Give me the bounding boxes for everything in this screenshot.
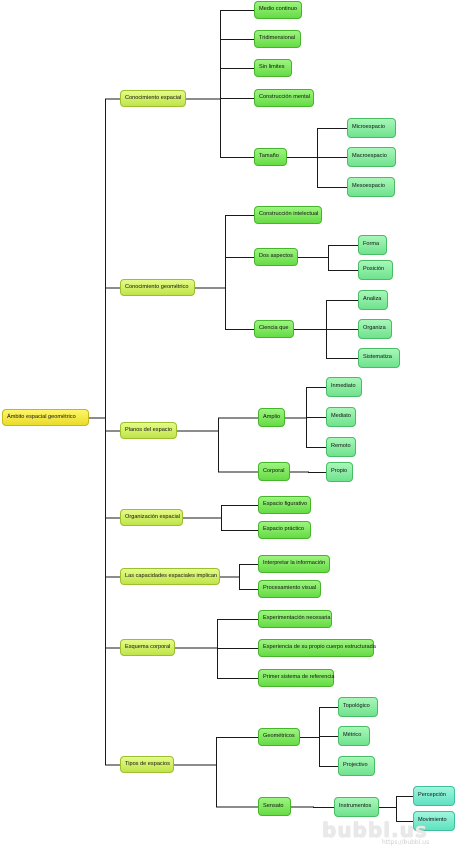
node-mediato[interactable]: Mediato [326, 407, 356, 427]
node-interpretar[interactable]: Interpretar la información [258, 555, 330, 573]
node-metrico[interactable]: Métrico [338, 726, 370, 746]
connector-conocimiento_geometrico-ciencia_que [195, 287, 254, 330]
node-conocimiento-geometrico[interactable]: Conocimiento geométrico [120, 279, 195, 296]
node-inmediato[interactable]: Inmediato [326, 377, 362, 397]
node-organizacion-espacial[interactable]: Organización espacial [120, 509, 183, 526]
node-remoto[interactable]: Remoto [326, 437, 356, 457]
connector-corporal-propio [290, 471, 326, 473]
connector-sensato-instrumentos [291, 806, 334, 808]
connector-planos_del_espacio-corporal [177, 430, 258, 473]
node-construccion-mental[interactable]: Construcción mental [254, 89, 314, 107]
connector-organizacion_espacial-espacio_practico [183, 517, 258, 531]
connector-dos_aspectos-forma [298, 245, 358, 258]
connector-amplio-inmediato [285, 387, 326, 419]
node-procesamiento-visual[interactable]: Procesamiento visual [258, 580, 321, 598]
connector-geometricos-topologico [300, 707, 338, 738]
node-conocimiento-espacial[interactable]: Conocimiento espacial [120, 90, 186, 107]
connector-tamano-microespacio [287, 128, 347, 158]
node-sistematiza[interactable]: Sistematiza [358, 348, 400, 368]
connector-ciencia_que-analiza [294, 300, 358, 330]
connector-root-conocimiento_espacial [89, 98, 120, 419]
connector-conocimiento_geometrico-dos_aspectos [195, 257, 254, 289]
node-experiencia[interactable]: Experiencia de su propio cuerpo estructu… [258, 639, 376, 657]
node-mesoespacio[interactable]: Mesoespacio [347, 177, 395, 197]
connector-tipos_de_espacios-sensato [174, 764, 258, 808]
node-esquema-corporal[interactable]: Esquema corporal [120, 639, 175, 656]
connector-instrumentos-percepcion [379, 796, 413, 808]
node-microespacio[interactable]: Microespacio [347, 118, 396, 138]
node-ciencia-que[interactable]: Ciencia que [254, 320, 294, 338]
connector-root-conocimiento_geometrico [89, 287, 120, 419]
connector-conocimiento_espacial-sin_limites [186, 68, 254, 100]
connector-root-planos_del_espacio [89, 417, 120, 432]
connector-root-organizacion_espacial [89, 417, 120, 519]
node-medio-continuo[interactable]: Medio continuo [254, 1, 302, 19]
node-capacidades[interactable]: Las capacidades espaciales implican [120, 568, 220, 585]
connector-root-capacidades [89, 417, 120, 578]
connector-ciencia_que-sistematiza [294, 329, 358, 359]
node-amplio[interactable]: Amplio [258, 408, 285, 427]
node-propio[interactable]: Propio [326, 462, 353, 482]
connector-capacidades-interpretar [220, 564, 258, 578]
watermark-url: https://bubbl.us [382, 839, 430, 846]
connector-tipos_de_espacios-geometricos [174, 737, 258, 766]
node-projectivo[interactable]: Projectivo [338, 756, 375, 776]
node-sin-limites[interactable]: Sin limites [254, 59, 292, 77]
node-construccion-intelectual[interactable]: Construcción intelectual [254, 206, 322, 224]
connector-root-tipos_de_espacios [89, 417, 120, 766]
connector-conocimiento_espacial-tamano [186, 98, 254, 158]
connector-organizacion_espacial-espacio_figurativo [183, 505, 258, 519]
connector-root-esquema_corporal [89, 417, 120, 649]
node-instrumentos[interactable]: Instrumentos [334, 797, 379, 817]
node-sensato[interactable]: Sensato [258, 797, 291, 816]
connector-geometricos-projectivo [300, 737, 338, 767]
connector-tamano-mesoespacio [287, 157, 347, 188]
watermark-brand: bubbl.us [322, 818, 428, 842]
node-geometricos[interactable]: Geométricos [258, 728, 300, 746]
connector-capacidades-procesamiento_visual [220, 576, 258, 590]
node-organiza[interactable]: Organiza [358, 319, 392, 339]
node-root[interactable]: Ámbito espacial geométrico [2, 409, 89, 426]
node-macroespacio[interactable]: Macroespacio [347, 147, 396, 167]
connector-planos_del_espacio-amplio [177, 417, 258, 432]
node-primer-sistema[interactable]: Primer sistema de referencia [258, 669, 335, 687]
connector-dos_aspectos-posicion [298, 257, 358, 271]
node-planos-del-espacio[interactable]: Planos del espacio [120, 422, 177, 439]
node-movimiento[interactable]: Movimiento [413, 811, 455, 831]
node-experimentacion[interactable]: Experimentación necesaria [258, 610, 332, 628]
watermark-logo: bubbl.us https://bubbl.us [322, 818, 459, 848]
connector-esquema_corporal-experimentacion [175, 619, 258, 649]
node-topologico[interactable]: Topológico [338, 697, 378, 717]
node-espacio-figurativo[interactable]: Espacio figurativo [258, 496, 311, 514]
connector-conocimiento_geometrico-construccion_intelectual [195, 215, 254, 289]
connector-amplio-remoto [285, 417, 326, 448]
node-percepcion[interactable]: Percepción [413, 786, 455, 806]
node-posicion[interactable]: Posición [358, 260, 393, 280]
connector-instrumentos-movimiento [379, 807, 413, 822]
node-analiza[interactable]: Analiza [358, 290, 388, 310]
node-tridimensional[interactable]: Tridimensional [254, 30, 301, 48]
node-dos-aspectos[interactable]: Dos aspectos [254, 248, 298, 266]
connector-esquema_corporal-primer_sistema [175, 647, 258, 679]
node-corporal[interactable]: Corporal [258, 462, 290, 481]
node-tipos-de-espacios[interactable]: Tipos de espacios [120, 756, 174, 773]
node-espacio-practico[interactable]: Espacio práctico [258, 521, 311, 539]
node-forma[interactable]: Forma [358, 235, 387, 255]
node-tamano[interactable]: Tamaño [254, 148, 287, 166]
